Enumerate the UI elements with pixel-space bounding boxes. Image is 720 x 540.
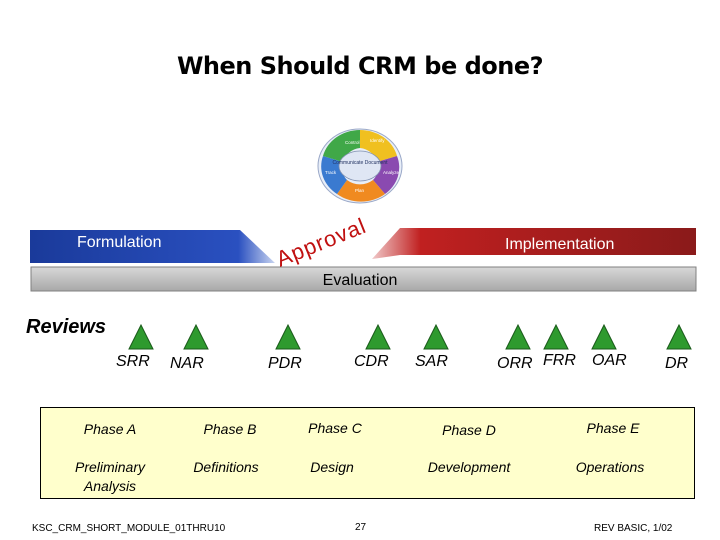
lifecycle-bars: Approval	[30, 213, 697, 292]
milestone-triangle-icon	[365, 323, 391, 350]
milestone-triangle-icon	[543, 323, 569, 350]
phase-c-desc: Design	[310, 459, 354, 475]
cycle-segment-label: Plan	[355, 188, 365, 193]
cycle-segment-label: Control	[345, 140, 360, 145]
review-orr: ORR	[497, 355, 533, 372]
milestone-triangle-icon	[591, 323, 617, 350]
review-dr: DR	[665, 355, 689, 372]
review-oar: OAR	[592, 352, 627, 369]
review-frr: FRR	[543, 352, 576, 369]
evaluation-label: Evaluation	[322, 272, 398, 289]
review-sar: SAR	[415, 353, 448, 370]
milestone-triangle-icon	[423, 323, 449, 350]
phase-table	[40, 407, 695, 499]
phase-c-name: Phase C	[308, 420, 362, 436]
milestone-triangle-icon	[128, 323, 154, 350]
milestone-triangle-icon	[275, 323, 301, 350]
page-title: When Should CRM be done?	[176, 52, 544, 80]
milestone-triangle-icon	[505, 323, 531, 350]
cycle-segment-label: Identify	[370, 138, 385, 143]
phase-a-name: Phase A	[83, 421, 137, 437]
footer-module-id: KSC_CRM_SHORT_MODULE_01THRU10	[32, 523, 226, 534]
implementation-bar	[372, 228, 696, 259]
evaluation-bar	[30, 266, 697, 292]
phase-b-name: Phase B	[203, 421, 257, 437]
phase-e-name: Phase E	[586, 420, 640, 436]
formulation-bar	[30, 230, 275, 263]
review-nar: NAR	[170, 355, 204, 372]
milestone-triangle-icon	[183, 323, 209, 350]
implementation-label: Implementation	[505, 236, 615, 253]
crm-cycle-diagram: Communicate Document Control Identify An…	[317, 128, 403, 204]
footer-page-number: 27	[355, 522, 367, 533]
formulation-label: Formulation	[77, 234, 162, 251]
cycle-segment-label: Track	[325, 170, 337, 175]
footer-revision: REV BASIC, 1/02	[594, 523, 673, 534]
review-cdr: CDR	[354, 353, 389, 370]
phase-d-name: Phase D	[442, 422, 496, 438]
reviews-heading: Reviews	[26, 316, 107, 338]
cycle-segment-label: Analyze	[383, 170, 400, 175]
review-pdr: PDR	[268, 355, 302, 372]
approval-label: Approval	[273, 213, 370, 272]
phase-b-desc: Definitions	[193, 459, 259, 475]
review-milestones	[128, 323, 692, 350]
phase-a-desc: Preliminary Analysis	[74, 459, 145, 494]
cycle-center-label: Communicate Document	[332, 160, 388, 166]
phase-d-desc: Development	[427, 459, 511, 475]
phase-e-desc: Operations	[575, 459, 645, 475]
review-srr: SRR	[116, 353, 150, 370]
milestone-triangle-icon	[666, 323, 692, 350]
